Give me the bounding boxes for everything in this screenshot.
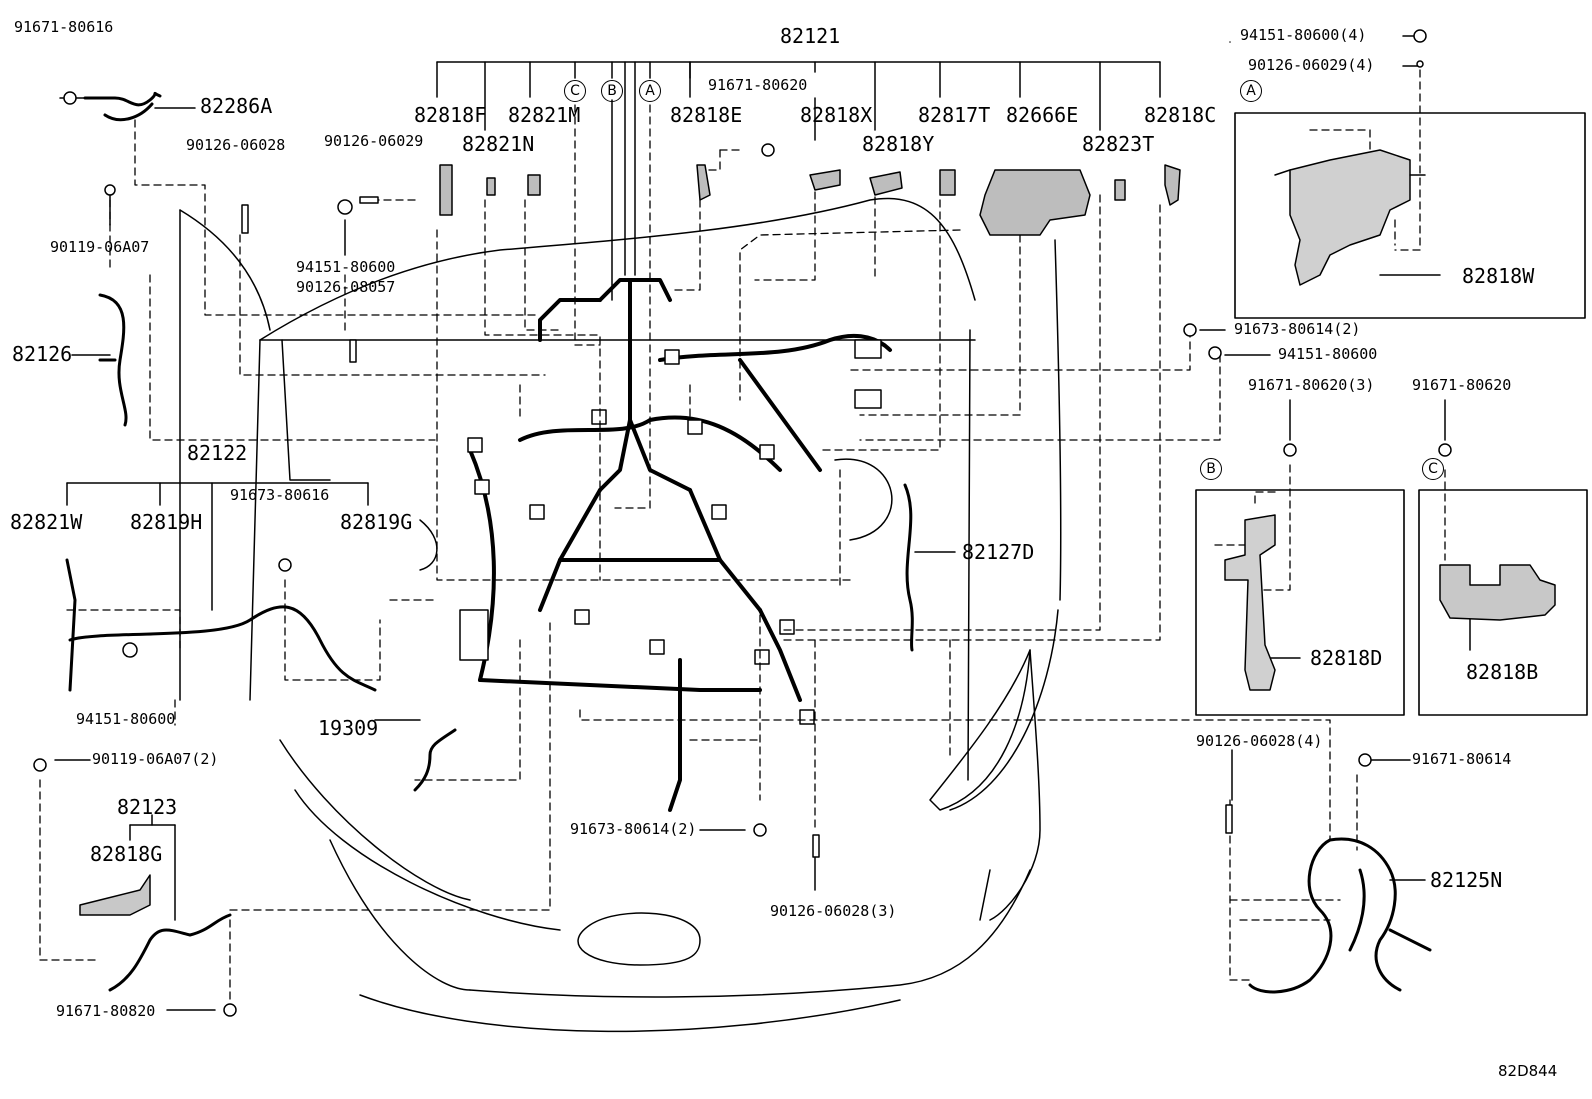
bracket-82818W xyxy=(1274,149,1426,286)
view-ref-c-top[interactable]: C xyxy=(564,80,586,102)
part-82818F[interactable]: 82818F xyxy=(414,103,487,127)
harness-82122 xyxy=(65,558,377,692)
part-90119-06A07-x2[interactable]: 90119-06A07(2) xyxy=(92,750,219,768)
part-82123-assembly[interactable]: 82123 xyxy=(117,795,178,819)
part-90126-06029-x4[interactable]: 90126-06029(4) xyxy=(1248,56,1375,74)
part-82823T[interactable]: 82823T xyxy=(1082,132,1155,156)
part-94151-80600-left[interactable]: 94151-80600 xyxy=(76,710,176,728)
bracket-82818B xyxy=(1439,564,1556,621)
part-91673-80614-x2-bottom[interactable]: 91673-80614(2) xyxy=(570,820,697,838)
vehicle-body-outline xyxy=(179,197,1062,1033)
view-ref-b-top[interactable]: B xyxy=(601,80,623,102)
part-94151-80600-top[interactable]: 94151-80600 xyxy=(296,258,396,276)
part-82666E[interactable]: 82666E xyxy=(1006,103,1079,127)
harness-connectors xyxy=(459,339,882,725)
part-90126-08057[interactable]: 90126-08057 xyxy=(296,278,396,296)
part-82819H[interactable]: 82819H xyxy=(130,510,203,534)
inset-boxes xyxy=(1195,112,1588,716)
fasteners xyxy=(33,29,1452,1017)
engine-harness-82121 xyxy=(468,278,892,812)
harness-82127D xyxy=(903,483,914,652)
part-82821W[interactable]: 82821W xyxy=(10,510,83,534)
part-91673-80616[interactable]: 91673-80616 xyxy=(230,486,330,504)
part-82127D[interactable]: 82127D xyxy=(962,540,1035,564)
part-82818G[interactable]: 82818G xyxy=(90,842,163,866)
part-82818E[interactable]: 82818E xyxy=(670,103,743,127)
part-82821N[interactable]: 82821N xyxy=(462,132,535,156)
part-91671-80616[interactable]: 91671-80616 xyxy=(14,18,114,36)
harness-82286A xyxy=(83,91,162,122)
callout-lines xyxy=(54,35,1471,1011)
part-82817T[interactable]: 82817T xyxy=(918,103,991,127)
harness-19309 xyxy=(413,728,457,792)
part-82121-assembly[interactable]: 82121 xyxy=(780,24,841,48)
part-90126-06028-x3[interactable]: 90126-06028(3) xyxy=(770,902,897,920)
drawing-code: 82D844 xyxy=(1498,1062,1558,1080)
part-82818Y[interactable]: 82818Y xyxy=(862,132,935,156)
part-82819G[interactable]: 82819G xyxy=(340,510,413,534)
part-94151-80600-x4[interactable]: 94151-80600(4) xyxy=(1240,26,1367,44)
part-82821M[interactable]: 82821M xyxy=(508,103,581,127)
part-91671-80620-x3[interactable]: 91671-80620(3) xyxy=(1248,376,1375,394)
part-82818W[interactable]: 82818W xyxy=(1462,264,1535,288)
part-94151-80600-right[interactable]: 94151-80600 xyxy=(1278,345,1378,363)
part-82818X[interactable]: 82818X xyxy=(800,103,873,127)
harness-82125N xyxy=(1248,837,1432,994)
part-90126-06028[interactable]: 90126-06028 xyxy=(186,136,286,154)
part-91671-80620-inset-c[interactable]: 91671-80620 xyxy=(1412,376,1512,394)
part-91671-80820[interactable]: 91671-80820 xyxy=(56,1002,156,1020)
view-ref-a-top[interactable]: A xyxy=(639,80,661,102)
part-82122-assembly[interactable]: 82122 xyxy=(187,441,248,465)
part-82126[interactable]: 82126 xyxy=(12,342,73,366)
view-ref-b-inset[interactable]: B xyxy=(1200,458,1222,480)
part-91673-80614-x2-right[interactable]: 91673-80614(2) xyxy=(1234,320,1361,338)
part-19309[interactable]: 19309 xyxy=(318,716,379,740)
harness-82126 xyxy=(98,293,128,427)
dashed-leaders xyxy=(39,69,1446,1011)
part-90119-06A07[interactable]: 90119-06A07 xyxy=(50,238,150,256)
part-90126-06029[interactable]: 90126-06029 xyxy=(324,132,424,150)
part-82286A[interactable]: 82286A xyxy=(200,94,273,118)
harness-82123 xyxy=(108,913,232,992)
part-90126-06028-x4[interactable]: 90126-06028(4) xyxy=(1196,732,1323,750)
part-82818C[interactable]: 82818C xyxy=(1144,103,1217,127)
part-82818D[interactable]: 82818D xyxy=(1310,646,1383,670)
small-parts-top xyxy=(439,164,1181,236)
part-82125N[interactable]: 82125N xyxy=(1430,868,1503,892)
part-82818B[interactable]: 82818B xyxy=(1466,660,1539,684)
part-91671-80620-top[interactable]: 91671-80620 xyxy=(708,76,808,94)
bracket-82818D xyxy=(1224,514,1276,691)
view-ref-a-inset[interactable]: A xyxy=(1240,80,1262,102)
view-ref-c-inset[interactable]: C xyxy=(1422,458,1444,480)
part-91671-80614[interactable]: 91671-80614 xyxy=(1412,750,1512,768)
protector-82818G xyxy=(79,874,151,916)
